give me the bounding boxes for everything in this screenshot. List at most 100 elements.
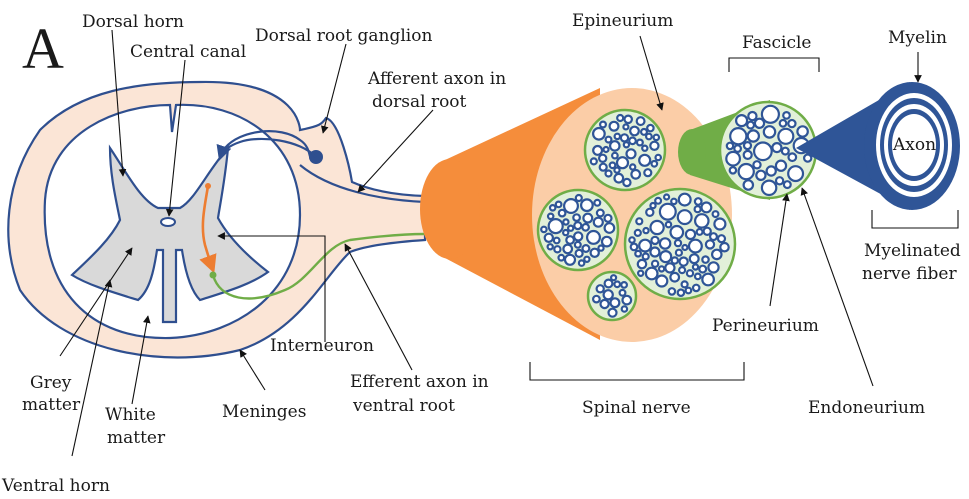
axon-circle: [563, 230, 568, 235]
axon-circle: [753, 161, 760, 168]
axon-circle: [548, 244, 553, 249]
axon-circle: [695, 214, 708, 227]
axon-circle: [605, 280, 613, 288]
axon-circle: [598, 246, 603, 251]
axon-circle: [659, 266, 664, 271]
axon-circle: [566, 236, 574, 244]
axon-circle: [690, 254, 699, 263]
axon-circle: [637, 117, 645, 125]
axon-circle: [591, 249, 599, 257]
axon-circle: [656, 276, 667, 287]
axon-circle: [726, 152, 740, 166]
axon-circle: [541, 227, 546, 232]
label-fascicle: Fascicle: [742, 33, 811, 53]
axon-circle: [627, 149, 636, 158]
axon-circle: [755, 119, 764, 128]
axon-circle: [736, 115, 747, 126]
label-myelin: Myelin: [888, 28, 947, 48]
axon-circle: [660, 238, 670, 248]
axon-circle: [797, 126, 807, 136]
axon-circle: [713, 211, 719, 217]
leader-afferent: [358, 110, 433, 192]
axon-circle: [730, 167, 736, 173]
axon-circle: [652, 261, 658, 267]
axon-circle: [621, 134, 628, 141]
axon-circle: [623, 296, 632, 305]
motor-neuron-soma: [210, 272, 217, 279]
spinal-nerve-bracket: [530, 362, 744, 380]
axon-circle: [727, 143, 733, 149]
axon-circle: [678, 290, 684, 296]
axon-circle: [587, 231, 600, 244]
axon-circle: [671, 199, 676, 204]
axon-circle: [565, 255, 575, 265]
axon-circle: [629, 237, 634, 242]
axon-circle: [782, 148, 789, 155]
axon-circle: [665, 263, 674, 272]
axon-circle: [549, 219, 563, 233]
axon-circle: [788, 120, 795, 127]
axon-circle: [554, 238, 560, 244]
axon-circle: [614, 168, 619, 173]
axon-circle: [559, 255, 565, 261]
axon-circle: [643, 254, 649, 260]
label-dorsal-root-ganglion: Dorsal root ganglion: [255, 26, 432, 46]
axon-circle: [734, 145, 741, 152]
axon-circle: [678, 210, 692, 224]
axon-circle: [747, 122, 754, 129]
axon-circle: [576, 250, 583, 257]
axon-circle: [695, 206, 701, 212]
axon-circle: [563, 245, 572, 254]
axon-circle: [776, 161, 786, 171]
axon-circle: [666, 222, 671, 227]
axon-circle: [624, 142, 629, 147]
fascicle-end: [678, 129, 706, 175]
label-white-2: matter: [107, 428, 166, 448]
axon-circle: [630, 127, 639, 136]
axon-circle: [650, 142, 658, 150]
axon-circle: [614, 282, 620, 288]
axon-circle: [682, 245, 687, 250]
axon-circle: [617, 115, 623, 121]
axon-circle: [647, 125, 653, 131]
label-ventral-horn: Ventral horn: [1, 476, 110, 496]
axon-circle: [604, 147, 609, 152]
axon-circle: [646, 209, 653, 216]
axon-circle: [637, 140, 643, 146]
axon-circle: [679, 194, 691, 206]
axon-circle: [744, 180, 753, 189]
axon-circle: [630, 164, 635, 169]
axon-circle: [714, 219, 725, 230]
axon-circle: [599, 155, 606, 162]
axon-circle: [605, 215, 612, 222]
label-grey-2: matter: [22, 395, 81, 415]
axon-circle: [602, 237, 612, 247]
axon-circle: [559, 210, 566, 217]
axon-circle: [651, 237, 658, 244]
axon-circle: [675, 240, 681, 246]
axon-circle: [788, 166, 803, 181]
axon-circle: [642, 146, 647, 151]
spinal-cord-cross-section: [8, 82, 425, 358]
axon-circle: [730, 128, 746, 144]
axon-circle: [682, 281, 688, 287]
fascicle-bracket: [729, 58, 819, 72]
label-afferent-2: dorsal root: [372, 92, 467, 112]
leader-meninges: [240, 350, 265, 390]
axon-circle: [597, 210, 604, 217]
nerve-cross-section: [420, 159, 480, 259]
axon-circle: [615, 174, 624, 183]
axon-circle: [762, 106, 779, 123]
label-central-canal: Central canal: [130, 42, 246, 62]
axon-circle: [610, 141, 619, 150]
axon-circle: [594, 218, 603, 227]
axon-circle: [622, 306, 627, 311]
axon-circle: [778, 129, 793, 144]
axon-circle: [601, 300, 609, 308]
axon-circle: [574, 232, 582, 240]
axon-circle: [574, 222, 581, 229]
axon-circle: [650, 248, 659, 257]
axon-circle: [564, 199, 578, 213]
axon-circle: [708, 262, 718, 272]
axon-circle: [702, 203, 712, 213]
